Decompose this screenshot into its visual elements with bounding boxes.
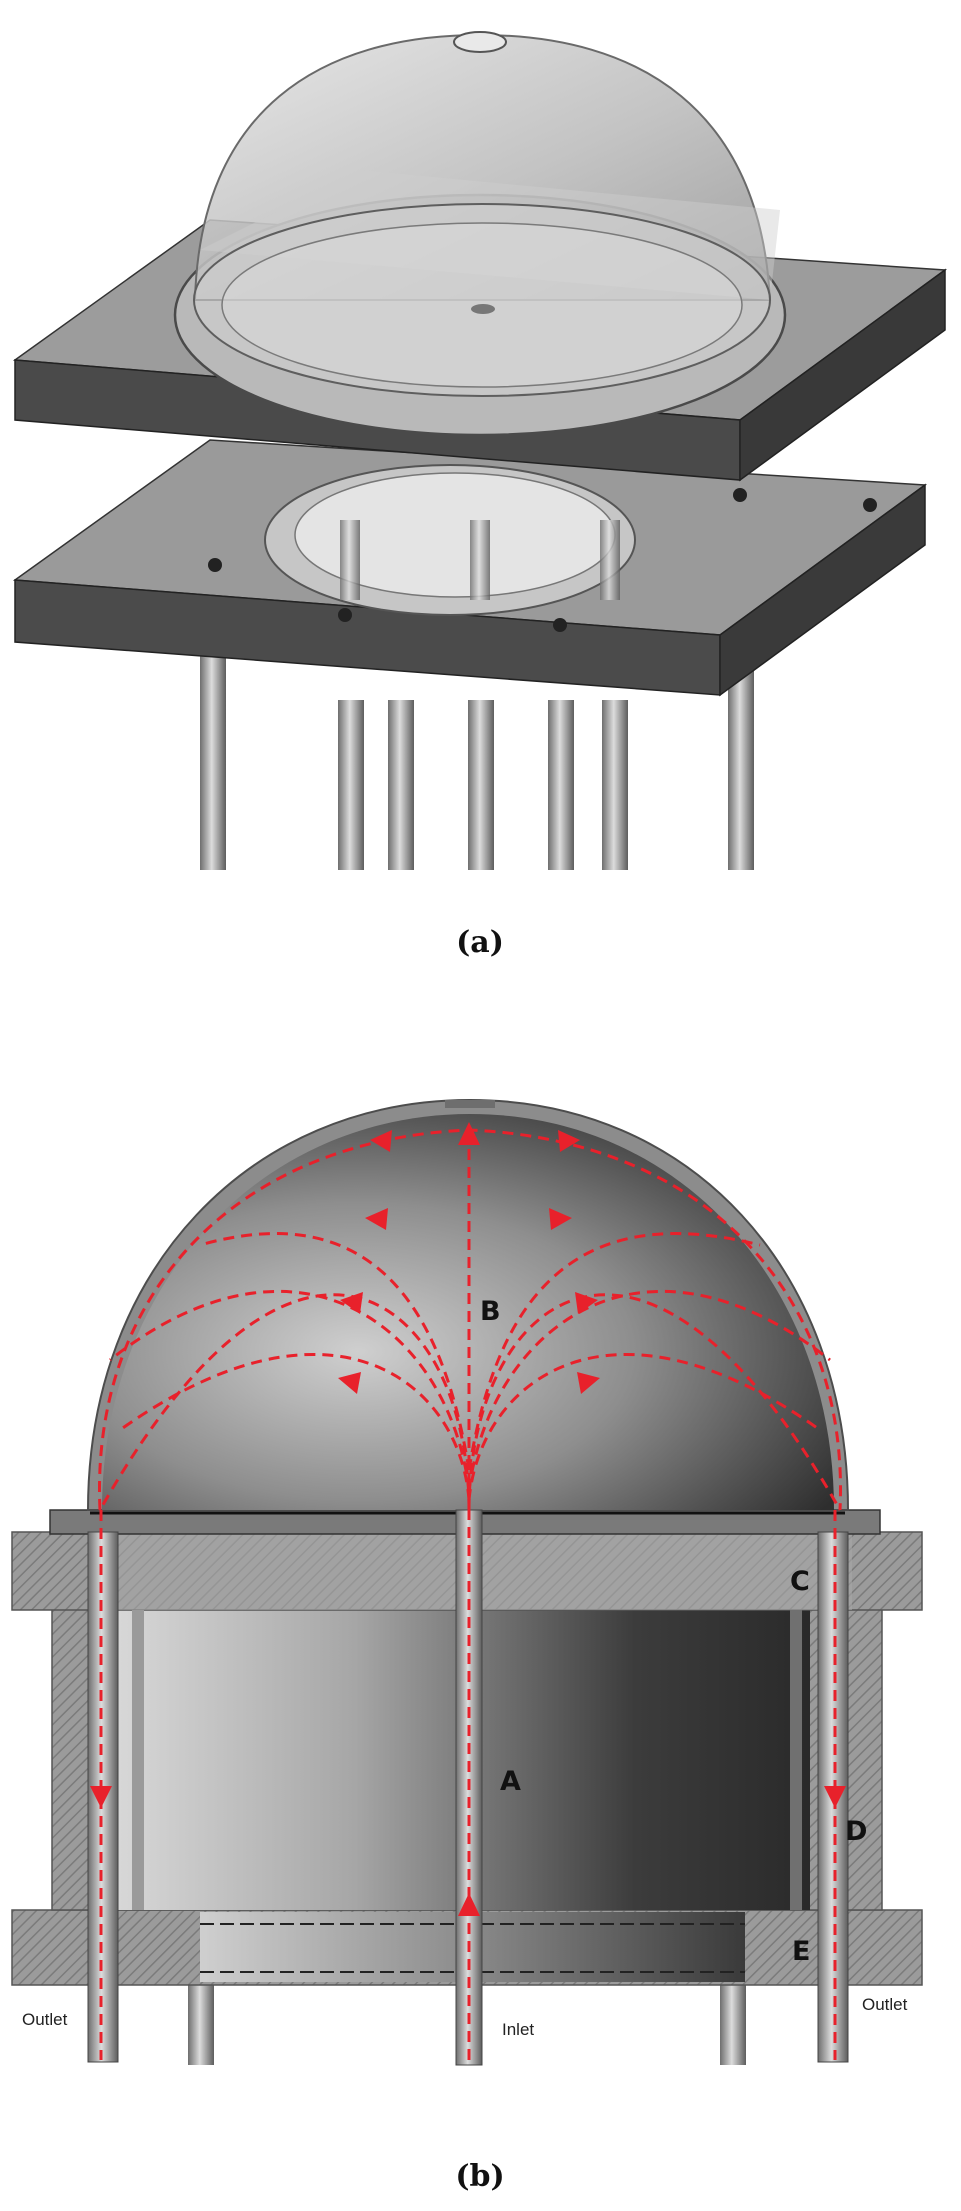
flow-paths [90,1122,846,2060]
lower-plate [12,439,928,697]
lower-rods [188,1985,746,2065]
arrowhead-right [549,1208,572,1230]
label-outlet-right: Outlet [862,1995,908,2014]
arrowhead-left [370,1130,392,1152]
transparent-dome [193,31,780,397]
label-e: E [792,1936,810,1967]
arrowhead-right [575,1292,598,1314]
arrowhead-down [90,1786,112,1808]
panel-a-exploded-view [12,31,948,870]
label-inlet: Inlet [502,2020,534,2039]
arrowhead-right [577,1372,600,1394]
caption-b: (b) [455,2159,504,2194]
arrowhead-left [365,1208,388,1230]
label-c: C [790,1566,810,1597]
arrowhead-left [340,1292,363,1314]
caption-a: (a) [456,925,504,960]
arrowhead-right [558,1130,580,1152]
arrowhead-up [458,1893,480,1916]
arrowhead-left [338,1372,361,1394]
label-outlet-left: Outlet [22,2010,68,2029]
label-d: D [845,1816,867,1847]
arrowhead-down [824,1786,846,1808]
label-a: A [500,1766,521,1797]
arrowhead-up [458,1122,480,1145]
label-b: B [480,1296,501,1327]
panel-b-cross-section: A B C D E Outlet Inlet Outlet [11,1098,923,2066]
